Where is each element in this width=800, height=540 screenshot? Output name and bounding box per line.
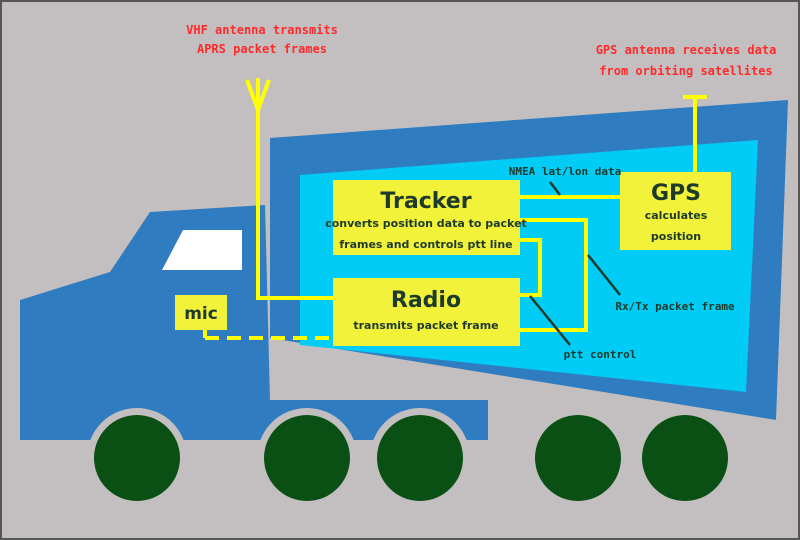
wheel-tire xyxy=(264,415,350,501)
truck xyxy=(20,100,788,440)
wheel-tire xyxy=(94,415,180,501)
gps-annotation-2: from orbiting satellites xyxy=(599,64,772,78)
ptt-label: ptt control xyxy=(564,348,637,361)
mic-label: mic xyxy=(184,304,218,324)
radio-desc: transmits packet frame xyxy=(353,319,498,332)
gps-desc-1: calculates xyxy=(645,209,708,222)
wheel-tire xyxy=(642,415,728,501)
rxtx-leader xyxy=(587,254,621,296)
gps-annotation-1: GPS antenna receives data xyxy=(596,43,777,57)
ptt-wire xyxy=(520,238,542,297)
truck-cab xyxy=(20,205,488,440)
tracker-desc-1: converts position data to packet xyxy=(325,217,527,230)
nmea-label: NMEA lat/lon data xyxy=(509,165,622,178)
tracker-desc-2: frames and controls ptt line xyxy=(339,238,512,251)
wires xyxy=(203,110,620,340)
vhf-annotation-1: VHF antenna transmits xyxy=(186,23,338,37)
wheels xyxy=(87,408,735,508)
nmea-leader xyxy=(549,181,561,196)
cab-window xyxy=(162,230,242,270)
radio-title: Radio xyxy=(391,288,461,313)
gps-antenna-icon xyxy=(683,95,707,172)
vhf-annotation-2: APRS packet frames xyxy=(197,42,327,56)
gps-box: GPS calculates position xyxy=(620,172,731,250)
ptt-leader xyxy=(529,295,571,346)
rxtx-label: Rx/Tx packet frame xyxy=(615,300,735,313)
tracker-title: Tracker xyxy=(380,189,471,214)
vhf-antenna-icon xyxy=(245,78,271,111)
vhf-feed-wire xyxy=(256,110,333,300)
mic-box: mic xyxy=(175,295,227,330)
radio-box: Radio transmits packet frame xyxy=(333,278,520,346)
gps-title: GPS xyxy=(651,181,701,206)
wheel-tire xyxy=(535,415,621,501)
gps-desc-2: position xyxy=(651,230,701,243)
rxtx-wire xyxy=(520,218,588,332)
tracker-box: Tracker converts position data to packet… xyxy=(325,180,527,255)
wheel-tire xyxy=(377,415,463,501)
